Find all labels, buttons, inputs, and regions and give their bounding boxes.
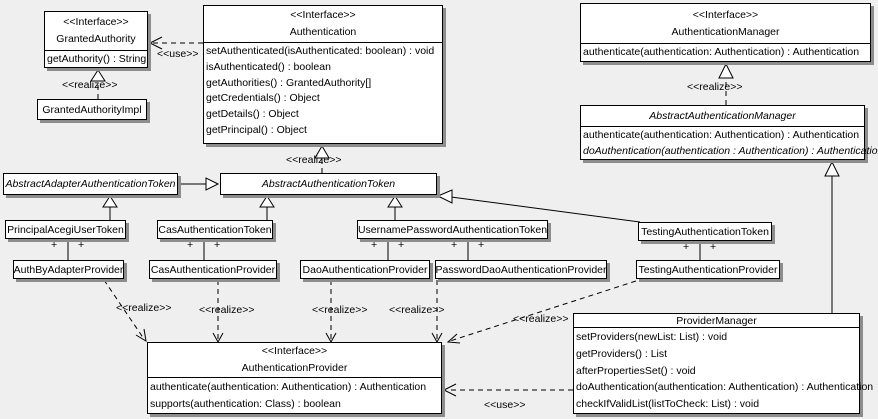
class-name: AuthenticationProvider	[241, 362, 348, 374]
edge-gen-testing-to-abstract-token	[436, 189, 641, 223]
operation: supports(authentication: Class) : boolea…	[150, 397, 341, 410]
class-name: Authentication	[289, 26, 357, 38]
class-box-authentication-manager: <<Interface>> AuthenticationManager auth…	[580, 3, 871, 62]
edge-realize-testing-to-provider-if	[446, 280, 637, 344]
class-box-granted-authority: <<Interface>> GrantedAuthority getAuthor…	[44, 11, 148, 68]
plus-label: +	[398, 239, 405, 251]
operation: getPrincipal() : Object	[206, 123, 307, 136]
edge-use-authentication-to-grantedauthority	[148, 36, 203, 50]
class-name: TestingAuthenticationProvider	[638, 263, 778, 276]
operation: getAuthorities() : GrantedAuthority[]	[206, 76, 372, 89]
class-box-provider-manager: ProviderManager setProviders(newList: Li…	[573, 313, 874, 414]
realize-label: <<realize>>	[62, 79, 118, 91]
class-box-dao-authentication-provider: DaoAuthenticationProvider	[300, 260, 430, 279]
edge-realize-abstractmanager-to-authmanager	[718, 62, 734, 105]
class-box-cas-authentication-token: CasAuthenticationToken	[157, 220, 273, 239]
class-name: UsernamePasswordAuthenticationToken	[357, 223, 548, 236]
edge-gen-adapter-to-abstract-token	[179, 177, 220, 191]
plus-label: +	[710, 241, 717, 253]
class-name: PasswordDaoAuthenticationProvider	[435, 263, 607, 276]
operation: afterPropertiesSet() : void	[576, 364, 696, 377]
class-name: AbstractAuthenticationToken	[261, 178, 396, 190]
class-box-testing-authentication-provider: TestingAuthenticationProvider	[636, 260, 780, 279]
plus-label: +	[683, 241, 690, 253]
class-name: AuthByAdapterProvider	[13, 263, 124, 276]
realize-label: <<realize>>	[687, 81, 743, 93]
realize-label: <<realize>>	[389, 304, 445, 316]
class-name: GrantedAuthority	[56, 33, 136, 45]
operation: checkIfValidList(listToCheck: List) : vo…	[576, 398, 760, 411]
use-label: <<use>>	[484, 399, 526, 411]
plus-label: +	[78, 239, 85, 251]
operation: isAuthenticated() : boolean	[206, 60, 331, 73]
edge-gen-cas-to-abstract-token	[259, 195, 275, 220]
operation: getProviders() : List	[576, 347, 668, 360]
operation: authenticate(authentication: Authenticat…	[583, 129, 860, 141]
class-name: AuthenticationManager	[671, 25, 780, 38]
realize-label: <<realize>>	[286, 154, 342, 166]
class-box-authentication-provider: <<Interface>> AuthenticationProvider aut…	[147, 342, 442, 414]
edge-realize-abstracttoken-to-authentication	[314, 145, 330, 173]
operation: getDetails() : Object	[206, 108, 299, 121]
operation: setProviders(newList: List) : void	[576, 331, 728, 343]
class-name: GrantedAuthorityImpl	[42, 103, 142, 116]
class-box-abstract-authentication-token: AbstractAuthenticationToken	[220, 173, 437, 195]
class-box-cas-authentication-provider: CasAuthenticationProvider	[149, 260, 277, 279]
edge-gen-userpwd-to-abstract-token	[387, 195, 403, 220]
edge-realize-impl-to-grantedauthority	[90, 69, 106, 99]
plus-label: +	[371, 239, 378, 251]
stereotype-label: <<Interface>>	[63, 16, 129, 28]
plus-label: +	[214, 239, 221, 251]
stereotype-label: <<Interface>>	[261, 345, 328, 357]
plus-label: +	[451, 239, 458, 251]
class-box-username-password-authentication-token: UsernamePasswordAuthenticationToken	[357, 220, 548, 239]
edge-realize-authbyadapter-to-provider-if	[103, 279, 147, 342]
class-box-abstract-authentication-manager: AbstractAuthenticationManager authentica…	[580, 105, 878, 160]
operation: authenticate(authentication: Authenticat…	[583, 46, 860, 58]
class-name: PrincipalAcegiUserToken	[7, 223, 124, 236]
class-name: AbstractAdapterAuthenticationToken	[5, 178, 176, 190]
operation: getAuthority() : String	[47, 53, 147, 65]
realize-label: <<realize>>	[513, 313, 569, 325]
edge-gen-principal-to-adapter	[102, 195, 118, 220]
class-box-principal-acegi-user-token: PrincipalAcegiUserToken	[5, 220, 126, 239]
class-box-auth-by-adapter-provider: AuthByAdapterProvider	[13, 260, 124, 279]
use-label: <<use>>	[157, 48, 199, 60]
class-name: CasAuthenticationToken	[158, 223, 272, 236]
operation: doAuthentication(authentication: Authent…	[576, 381, 874, 394]
plus-label: +	[187, 239, 194, 251]
class-box-testing-authentication-token: TestingAuthenticationToken	[638, 222, 772, 241]
class-box-authentication: <<Interface>> Authentication setAuthenti…	[203, 5, 443, 144]
plus-label: +	[51, 239, 58, 251]
operation: getCredentials() : Object	[206, 92, 320, 105]
stereotype-label: <<Interface>>	[290, 9, 356, 21]
realize-label: <<realize>>	[199, 304, 255, 316]
operation: doAuthentication(authentication : Authen…	[583, 144, 878, 157]
edge-gen-providermanager-to-abstract-manager	[824, 160, 840, 313]
class-name: DaoAuthenticationProvider	[302, 263, 428, 276]
class-box-password-dao-authentication-provider: PasswordDaoAuthenticationProvider	[435, 260, 607, 279]
class-name: CasAuthenticationProvider	[150, 263, 276, 276]
operation: authenticate(authentication: Authenticat…	[150, 381, 427, 393]
plus-label: +	[478, 239, 485, 251]
realize-label: <<realize>>	[312, 304, 368, 316]
class-box-granted-authority-impl: GrantedAuthorityImpl	[37, 99, 147, 120]
operation: setAuthenticated(isAuthenticated: boolea…	[206, 45, 435, 57]
stereotype-label: <<Interface>>	[692, 8, 759, 21]
edge-use-providermanager-to-provider-if	[442, 383, 573, 397]
class-name: AbstractAuthenticationManager	[649, 110, 796, 122]
class-name: TestingAuthenticationToken	[641, 225, 769, 238]
class-box-abstract-adapter-authentication-token: AbstractAdapterAuthenticationToken	[3, 173, 178, 195]
realize-label: <<realize>>	[116, 302, 172, 314]
class-name: ProviderManager	[676, 314, 757, 327]
